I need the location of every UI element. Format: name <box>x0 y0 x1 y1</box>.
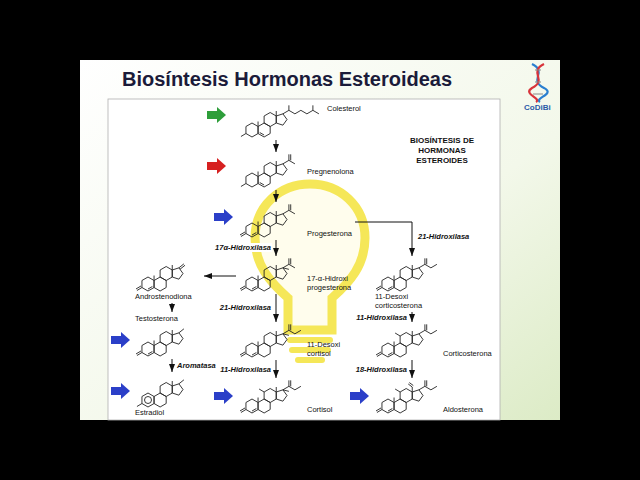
molecule-name: Estradiol <box>134 408 165 417</box>
blue-arrow <box>350 388 369 404</box>
steroid-structure <box>238 154 306 188</box>
molecule-name: Progesterona <box>306 229 353 238</box>
molecule-name: 11-Desoxi corticosterona <box>374 292 440 310</box>
molecule-name: 11-Desoxi cortisol <box>306 340 358 358</box>
molecule-name: Corticosterona <box>442 349 493 358</box>
molecule-name: 17-α-Hidroxi progesterona <box>306 274 370 292</box>
lightbulb <box>255 184 365 360</box>
blue-arrow <box>214 209 233 225</box>
logo-text: CoDiBi <box>524 103 564 113</box>
slide <box>80 60 560 420</box>
blue-arrow <box>111 332 130 348</box>
enzyme-label: Aromatasa <box>176 361 217 370</box>
steroid-structure <box>238 324 306 358</box>
molecule-name: Aldosterona <box>442 405 484 414</box>
steroid-structure <box>374 380 442 414</box>
molecule-name: Testosterona <box>134 314 179 323</box>
steroid-structure <box>134 374 202 408</box>
reaction-arrow <box>412 360 413 378</box>
enzyme-label: 17α-Hidroxilasa <box>214 243 272 252</box>
molecule-name: Pregnenolona <box>306 167 355 176</box>
blue-arrow <box>214 388 233 404</box>
reaction-arrow <box>276 294 277 322</box>
molecule-box: Testosterona <box>132 312 204 359</box>
molecule-box: Androstenodiona <box>132 256 204 303</box>
steroid-structure <box>238 380 306 414</box>
reaction-arrow <box>276 190 277 202</box>
steroid-structure <box>238 104 326 138</box>
molecule-box: 17-α-Hidroxi progesterona <box>236 256 372 294</box>
reaction-arrow <box>276 360 277 378</box>
reaction-arrow <box>355 222 412 256</box>
reaction-arrow <box>276 140 277 152</box>
diagram-heading: BIOSÍNTESIS DE HORMONAS ESTEROIDES <box>392 136 492 166</box>
reaction-arrow <box>412 312 413 322</box>
pointer-arrows <box>111 107 369 404</box>
reaction-arrow <box>276 240 277 256</box>
molecule-box: Pregnenolona <box>236 152 357 190</box>
molecule-box: Cortisol <box>236 378 335 416</box>
enzyme-label: 18-Hidroxilasa <box>355 365 408 374</box>
blue-arrow <box>111 383 130 399</box>
steroid-structure <box>374 324 442 358</box>
steroid-structure <box>238 258 306 292</box>
molecule-box: Aldosterona <box>372 378 486 416</box>
molecule-box: 11-Desoxi corticosterona <box>372 256 444 312</box>
steroid-structure <box>134 323 202 357</box>
molecule-name: Cortisol <box>306 405 333 414</box>
enzyme-label: 11-Hidroxilasa <box>219 365 272 374</box>
reaction-arrow <box>204 276 236 277</box>
steroid-structure <box>134 258 202 292</box>
figure-panel <box>108 99 500 420</box>
molecule-box: Progesterona <box>236 202 355 240</box>
molecule-box: Corticosterona <box>372 322 495 360</box>
molecule-box: 11-Desoxi cortisol <box>236 322 360 360</box>
enzyme-label: 21-Hidroxilasa <box>219 303 272 312</box>
green-arrow <box>207 107 226 123</box>
enzyme-label: 11-Hidroxilasa <box>355 313 408 322</box>
logo-helix <box>529 64 547 102</box>
molecule-name: Androstenodiona <box>134 292 193 301</box>
steroid-structure <box>238 204 306 238</box>
red-arrow <box>207 158 226 174</box>
slide-title: Biosíntesis Hormonas Esteroideas <box>122 68 452 91</box>
reaction-arrow <box>172 303 173 312</box>
steroid-structure <box>374 258 442 292</box>
enzyme-label: 21-Hidroxilasa <box>417 232 470 241</box>
molecule-box: Estradiol <box>132 372 204 419</box>
molecule-box: Colesterol <box>236 102 364 140</box>
molecule-name: Colesterol <box>326 104 362 113</box>
reaction-arrow <box>172 359 173 372</box>
